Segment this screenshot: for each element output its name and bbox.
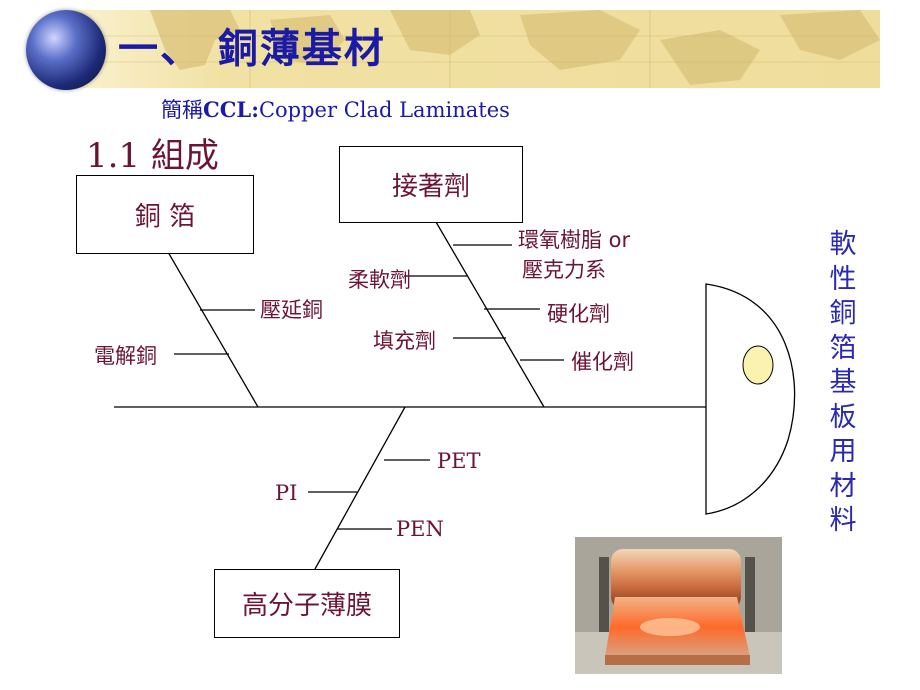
fish-eye [742,345,774,385]
polymer-film-box: 高分子薄膜 [214,569,400,638]
bone-film [314,406,406,570]
globe-icon [26,10,106,90]
bone-adhesive [435,221,545,408]
label-electrolytic-copper: 電解銅 [94,344,157,368]
page-title: 一、 銅薄基材 [118,26,386,72]
label-pen: PEN [396,517,444,541]
subtitle-abbrev: CCL: [203,97,259,122]
subtitle: 簡稱CCL:Copper Clad Laminates [161,94,510,124]
adhesive-box: 接著劑 [339,146,523,223]
copper-roll-photo [575,537,782,674]
label-softener: 柔軟劑 [348,268,411,292]
label-hardener: 硬化劑 [547,302,610,326]
label-pi: PI [275,481,298,505]
target-label: 軟性銅箔基板用材料 [829,229,857,536]
label-epoxy: 環氧樹脂 or [518,228,631,252]
header-banner [60,10,880,88]
subtitle-prefix: 簡稱 [161,98,203,122]
section-title: 1.1 組成 [86,136,219,176]
copper-foil-box: 銅 箔 [76,175,254,254]
fish-head [705,283,796,515]
bone-copper [167,251,259,408]
label-catalyst: 催化劑 [571,350,634,374]
subtitle-full: Copper Clad Laminates [258,98,510,122]
label-acrylic: 壓克力系 [522,258,606,282]
label-pet: PET [437,449,481,473]
label-filler: 填充劑 [373,329,436,353]
label-rolled-copper: 壓延銅 [260,298,323,322]
